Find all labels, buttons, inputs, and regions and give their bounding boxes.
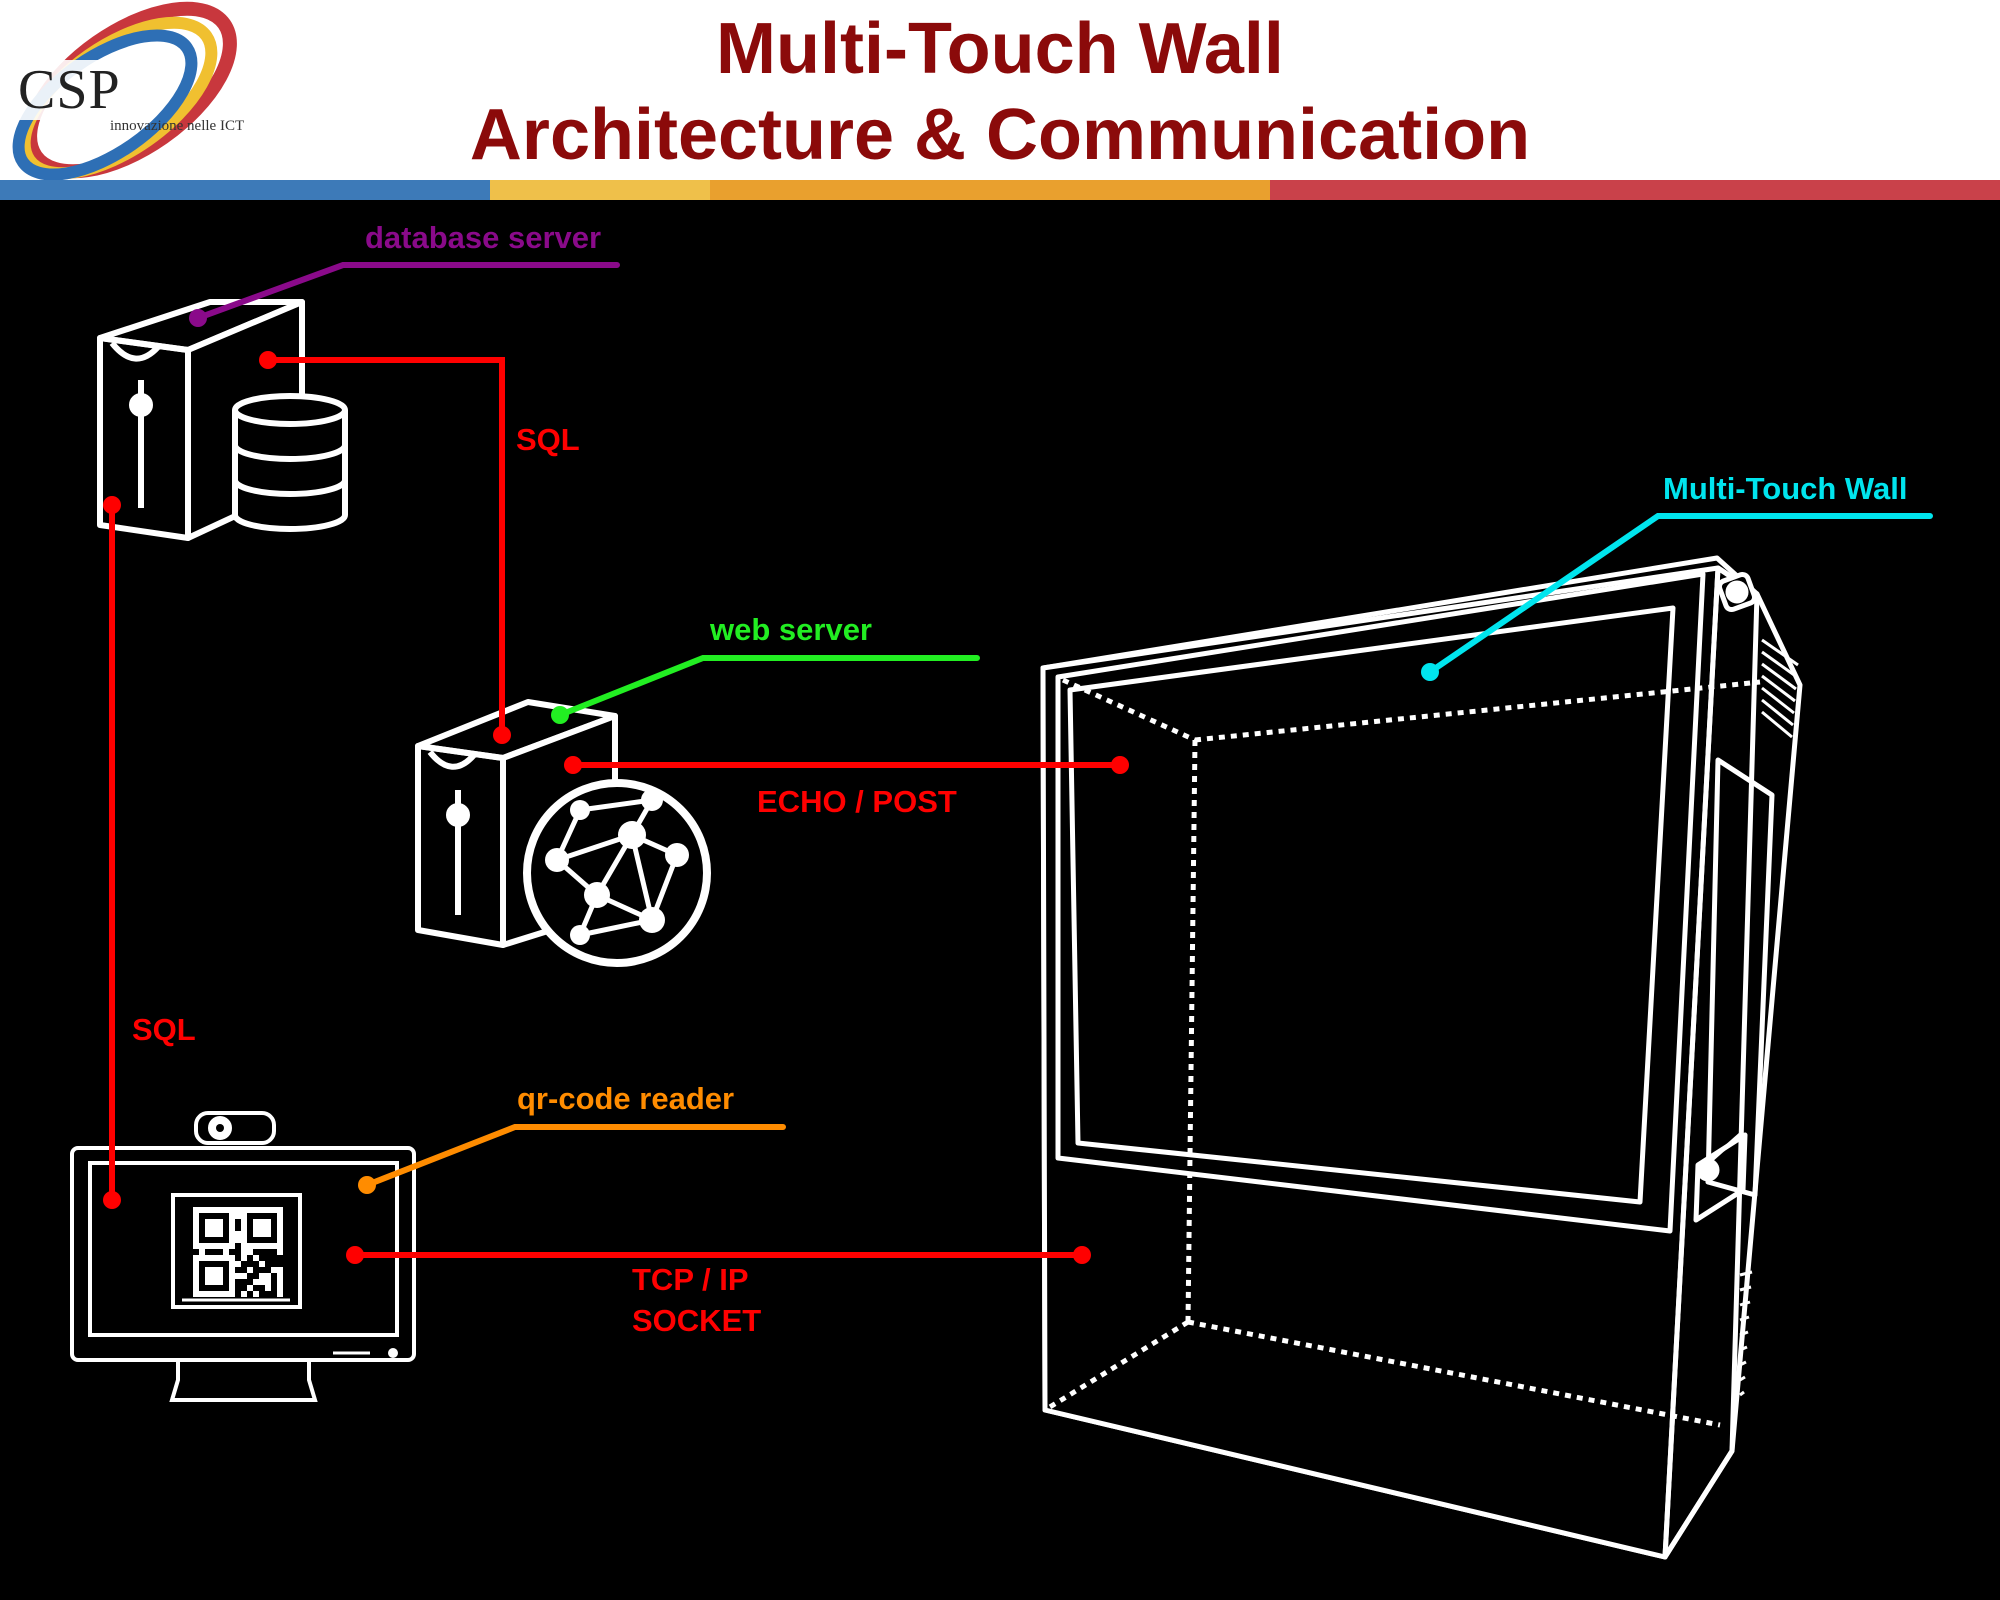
wall-leader — [1427, 513, 1933, 675]
database-server-icon — [97, 299, 348, 541]
web-server-label: web server — [710, 612, 872, 647]
qr-reader-dot — [358, 1176, 376, 1194]
link-db-qr-label: SQL — [132, 1012, 196, 1047]
wall-label: Multi-Touch Wall — [1663, 471, 1908, 506]
stripe-blue — [0, 180, 490, 200]
database-server-leader — [195, 262, 620, 321]
multitouch-wall-icon — [1040, 555, 1803, 1560]
web-server-icon — [415, 699, 711, 967]
database-server-label: database server — [365, 220, 602, 255]
header-bar: CSP innovazione nelle ICT Multi-Touch Wa… — [0, 0, 2000, 180]
title-line-2: Architecture & Communication — [469, 95, 1531, 175]
stripe-red — [1270, 180, 2000, 200]
link-web-wall-label: ECHO / POST — [757, 784, 957, 819]
logo-text: CSP — [18, 59, 121, 121]
page-title: Multi-Touch Wall Architecture & Communic… — [390, 6, 1610, 178]
logo-subtitle: innovazione nelle ICT — [110, 118, 245, 134]
link-qr-wall-label-1: TCP / IP — [632, 1262, 749, 1297]
qr-reader-label: qr-code reader — [517, 1081, 735, 1116]
web-server-leader — [557, 655, 980, 718]
wall-dot — [1421, 663, 1439, 681]
database-server-dot — [189, 309, 207, 327]
stripe-yellow — [490, 180, 710, 200]
csp-logo — [12, 1, 237, 180]
title-line-1: Multi-Touch Wall — [716, 9, 1284, 89]
link-qr-wall-label-2: SOCKET — [632, 1303, 762, 1338]
stripe-orange — [710, 180, 1270, 200]
link-db-web-line — [268, 357, 505, 735]
qr-reader-leader — [364, 1124, 786, 1188]
web-server-dot — [551, 706, 569, 724]
link-db-web-label: SQL — [516, 422, 580, 457]
qr-code-icon — [193, 1207, 283, 1297]
